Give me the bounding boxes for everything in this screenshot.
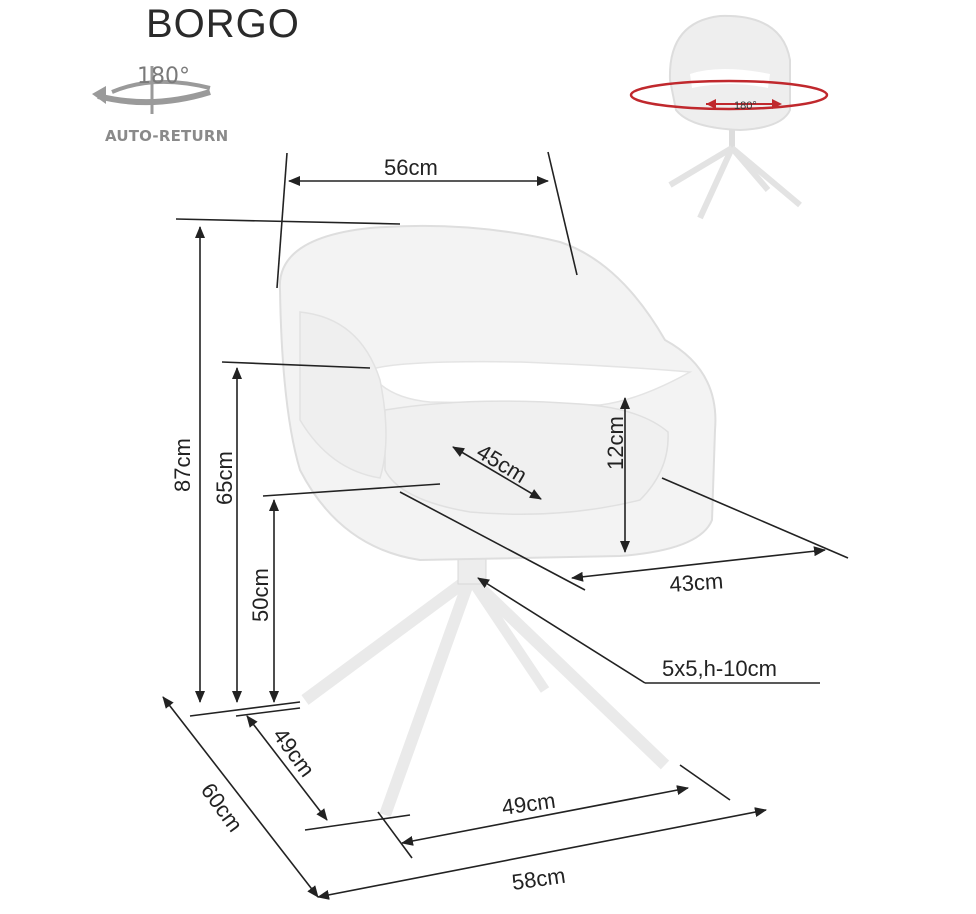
dim-line-base-depth-outer <box>162 696 319 898</box>
ext-line <box>399 491 586 591</box>
label-armrest-gap: 12cm <box>603 416 628 470</box>
ext-line <box>377 811 413 859</box>
leader-line-leg-profile <box>477 577 646 684</box>
label-leg-profile: 5x5,h-10cm <box>662 656 777 681</box>
dim-line-base-width-outer <box>317 807 767 900</box>
chair-base-legs <box>301 549 670 818</box>
rotation-angle-label: 180° <box>137 64 190 89</box>
ext-line <box>304 814 411 831</box>
ext-line <box>679 764 731 801</box>
auto-return-label: AUTO-RETURN <box>105 127 229 145</box>
label-seat-height: 50cm <box>248 568 273 622</box>
ext-line <box>276 152 288 289</box>
chair-illustration <box>278 224 717 818</box>
label-base-width-outer: 58cm <box>510 863 567 895</box>
label-armrest-height: 65cm <box>212 451 237 505</box>
label-width-top: 56cm <box>384 155 438 180</box>
label-total-height: 87cm <box>170 438 195 492</box>
ext-line <box>547 151 578 276</box>
rotate-arrow-icon <box>92 66 211 114</box>
swivel-angle-label: 180° <box>734 100 757 112</box>
label-seat-width: 43cm <box>669 568 724 597</box>
dim-line-seat-depth <box>452 446 542 500</box>
product-title: BORGO <box>146 2 300 46</box>
ext-line <box>262 483 441 497</box>
swivel-preview-chair <box>629 14 829 220</box>
ext-line <box>221 361 371 369</box>
dim-line-seat-width <box>571 546 826 582</box>
ext-line <box>175 218 401 225</box>
label-base-depth-outer: 60cm <box>196 778 248 836</box>
ext-line <box>189 701 301 717</box>
ext-line <box>661 477 849 559</box>
